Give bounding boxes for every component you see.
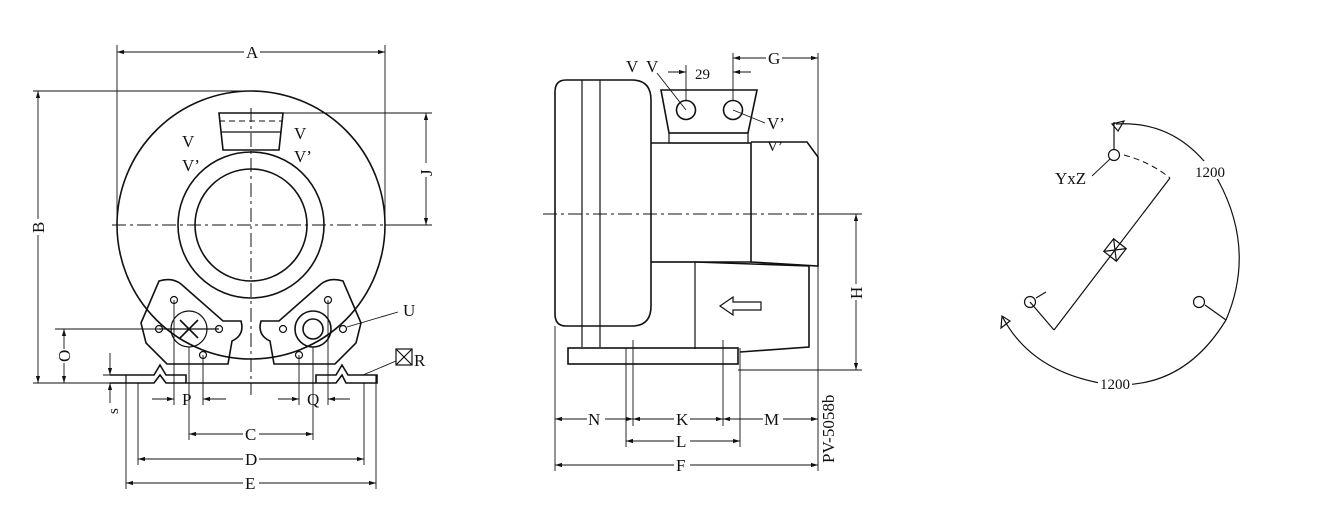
port-vp-left-label: V’ [182, 156, 200, 175]
dim-c-label: C [245, 425, 256, 444]
right-foot-port-inner [302, 318, 324, 340]
top-yxz-label: YxZ [1055, 169, 1086, 188]
top-yxz-leader [1091, 158, 1111, 177]
top-left-point-leader [1029, 301, 1055, 331]
top-point-right [1192, 295, 1206, 309]
top-1200-top-label: 1200 [1195, 165, 1225, 181]
top-left-tick [1035, 291, 1047, 299]
side-port-hole-1 [675, 99, 697, 121]
dim-u-label: U [403, 301, 415, 320]
top-cross-square-symbol [1102, 237, 1128, 263]
side-port-v-leader [656, 72, 687, 111]
dim-l-label-bg [674, 432, 690, 450]
top-view: YxZ 1200 1200 [1000, 120, 1240, 393]
dim-n-label-bg [587, 410, 605, 428]
port-v-right-label: V [294, 124, 307, 143]
right-foot [259, 278, 362, 365]
dim-g-label-bg [766, 49, 782, 67]
dim-a-label-bg [244, 44, 260, 62]
side-port-vp-label: V’ [767, 114, 785, 133]
dim-f-label-bg [674, 456, 690, 474]
dim-g-label: G [768, 49, 780, 68]
side-port-hole-2 [722, 99, 744, 121]
model-code-label: PV-5058b [819, 395, 838, 463]
side-motor-lower [694, 261, 810, 353]
left-foot [140, 278, 243, 365]
front-view: V V’ V V’ A B [29, 43, 436, 493]
side-port-v-2-label: V [646, 57, 659, 76]
side-port-block-base [668, 132, 749, 144]
dim-o-label-bg [55, 349, 73, 363]
dim-b-label: B [29, 222, 48, 233]
dim-r-leader [362, 360, 397, 376]
dim-n-label: N [588, 410, 600, 429]
dim-j-label: J [417, 169, 436, 176]
dim-h-label: H [847, 287, 866, 299]
dim-o-label: O [55, 350, 74, 362]
dim-m-label: M [764, 410, 779, 429]
base-profile [110, 363, 378, 384]
dim-a-label: A [246, 43, 259, 62]
side-housing [554, 79, 652, 327]
side-port-v-1-label: V [626, 57, 639, 76]
dim-e-label: E [245, 474, 255, 493]
dim-l-label: L [676, 432, 686, 451]
dim-b-label-bg [29, 219, 47, 235]
dim-r-square-symbol [395, 348, 413, 366]
flow-direction-arrow [718, 295, 762, 317]
side-port-vp-2-label: V’ [767, 139, 783, 155]
right-foot-hole-2 [278, 324, 288, 334]
side-port-vp-leader [732, 109, 766, 124]
dim-f-label: F [676, 456, 685, 475]
side-body [651, 142, 752, 263]
top-1200-bottom-label: 1200 [1100, 377, 1130, 393]
top-point-left [1023, 295, 1037, 309]
dim-j-label-bg [417, 163, 435, 177]
top-right-tick [1204, 304, 1227, 321]
port-v-left-label: V [182, 132, 195, 151]
dim-d-label: D [245, 450, 257, 469]
dim-r-label: R [414, 351, 426, 370]
dim-s-label: s [106, 408, 122, 414]
dim-r-square-cross [395, 348, 413, 366]
dim-e-label-bg [243, 474, 259, 492]
top-1200-bottom-bg [1098, 374, 1132, 392]
dim-d-label-bg [243, 450, 259, 468]
right-foot-hole-3 [338, 324, 348, 334]
top-arrow-2 [1000, 314, 1012, 330]
dim-29-label: 29 [695, 67, 710, 83]
dim-m-label-bg [763, 410, 783, 428]
dim-h-label-bg [847, 284, 865, 300]
top-dashed-arc [1123, 154, 1171, 179]
top-1200-top-bg [1193, 161, 1227, 179]
top-nozzle [218, 112, 284, 151]
dim-p-label: P [182, 390, 191, 409]
side-base [567, 347, 739, 365]
dim-k-label-bg [674, 410, 690, 428]
side-motor [750, 141, 819, 267]
top-point-yxz [1107, 148, 1121, 162]
top-diagonal-line [1053, 177, 1171, 331]
dim-u-leader [346, 311, 399, 328]
side-view: V V V’ V’ 29 G H N [543, 49, 866, 475]
dim-c-label-bg [243, 425, 259, 443]
port-vp-right-label: V’ [294, 147, 312, 166]
right-foot-port-circle [294, 310, 332, 348]
dim-k-label: K [676, 410, 689, 429]
top-outer-arc [1115, 123, 1240, 321]
top-arrow-1 [1110, 120, 1126, 133]
left-foot-hole-3 [214, 324, 224, 334]
